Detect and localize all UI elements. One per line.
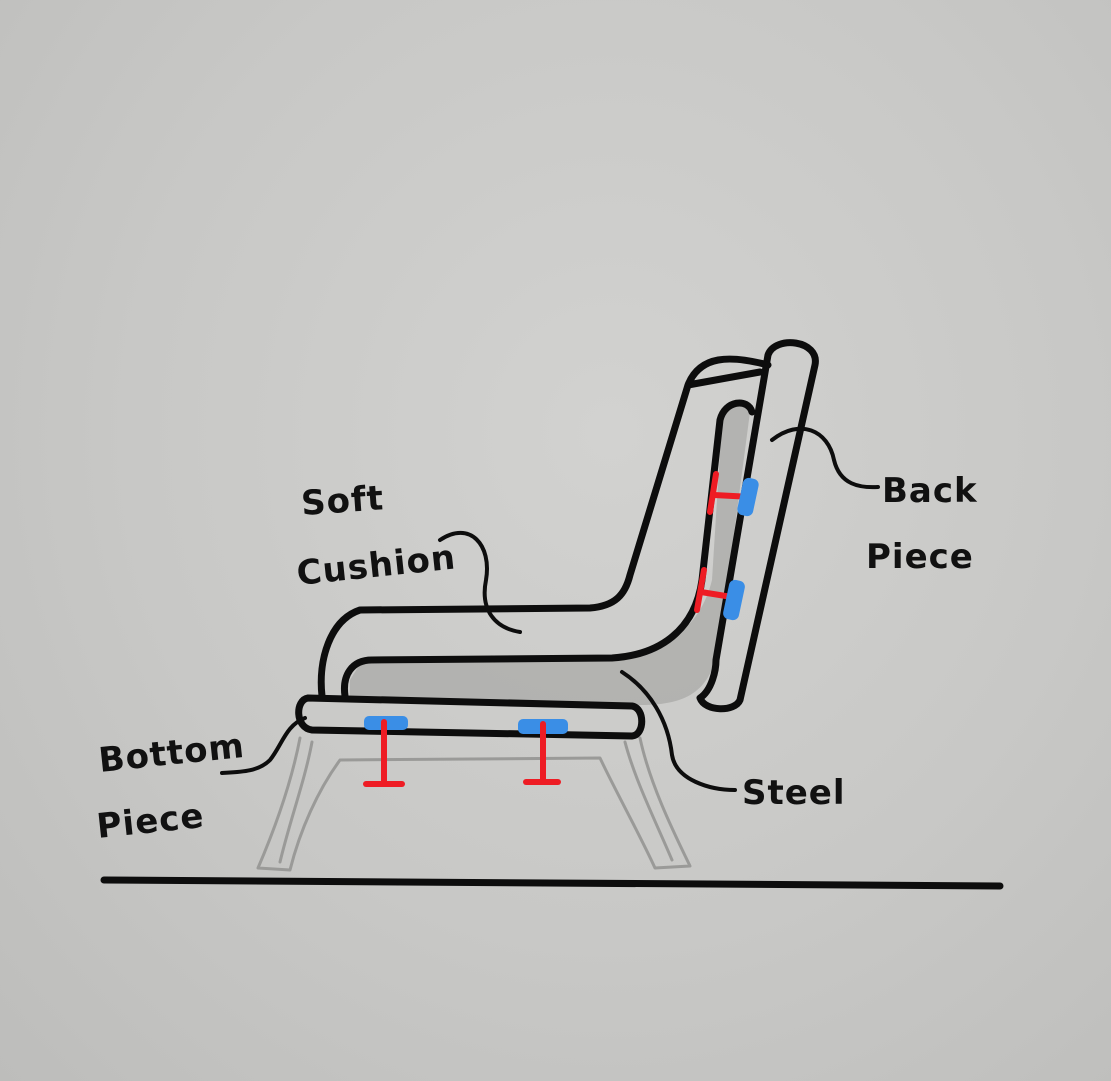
label-bottom-piece-line2: Piece xyxy=(95,796,206,847)
label-steel: Steel xyxy=(742,773,846,813)
chair-legs xyxy=(258,738,690,870)
floor-line xyxy=(104,880,1000,886)
label-soft-cushion-line2: Cushion xyxy=(295,537,458,593)
bottom-bolt-right xyxy=(518,719,568,782)
label-back-piece-line1: Back xyxy=(882,471,978,511)
label-soft-cushion-line1: Soft xyxy=(300,478,385,524)
label-back-piece-line2: Piece xyxy=(866,537,974,577)
bottom-bolt-left xyxy=(364,716,408,784)
bottom-piece xyxy=(299,698,642,736)
